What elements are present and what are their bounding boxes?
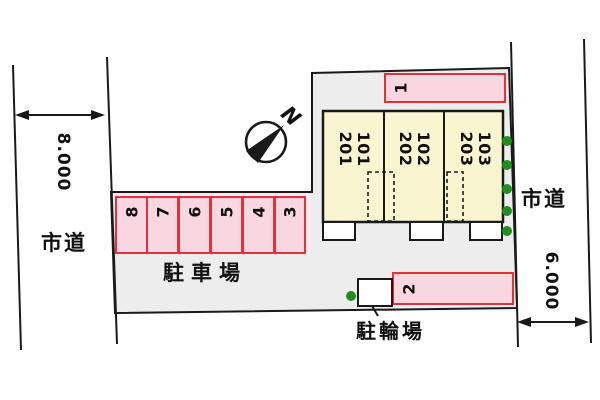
right-road-outer-edge (583, 38, 592, 344)
parking-space-5: 5 (210, 196, 243, 254)
tree-dot-icon (502, 206, 512, 216)
porch-3 (469, 221, 503, 241)
porch-1 (322, 221, 356, 241)
parking-space-7: 7 (146, 196, 179, 254)
unit-201: 201 (336, 131, 355, 167)
unit-202: 202 (396, 131, 415, 167)
north-compass (244, 120, 288, 164)
parking-space-2-number: 2 (399, 282, 419, 295)
unit-203: 203 (457, 131, 476, 167)
parking-space-1: 1 (384, 73, 506, 103)
tree-dot-icon (346, 291, 356, 301)
right-road-dimension: 6.000 (541, 251, 561, 311)
left-road-inner-edge (106, 56, 118, 345)
parking-space-4-number: 4 (249, 206, 269, 218)
left-road-dimension: 8.000 (53, 132, 73, 192)
porch-2 (409, 221, 444, 241)
parking-space-5-number: 5 (217, 206, 237, 218)
unit-label-101-201: 101 201 (336, 131, 373, 167)
tree-dot-icon (502, 160, 512, 170)
parking-area-label: 駐車場 (163, 261, 247, 285)
left-dimension-arrow (15, 110, 105, 120)
tree-dot-icon (502, 184, 512, 194)
tree-dot-icon (502, 136, 512, 146)
unit-101: 101 (353, 131, 373, 167)
right-road-label: 市道 (521, 187, 567, 211)
parking-space-8: 8 (115, 196, 148, 254)
parking-space-8-number: 8 (122, 206, 142, 218)
parking-space-7-number: 7 (153, 206, 173, 218)
unit-103: 103 (474, 131, 494, 167)
stair-dashed-box-1 (367, 171, 395, 222)
parking-space-3-number: 3 (280, 206, 300, 218)
left-road-label: 市道 (41, 231, 87, 255)
bicycle-parking-label: 駐輪場 (356, 319, 425, 343)
right-road-inner-edge (510, 41, 519, 348)
unit-label-102-202: 102 202 (396, 131, 433, 167)
right-dimension-arrow (517, 317, 589, 327)
unit-label-103-203: 103 203 (457, 131, 494, 167)
unit-102: 102 (413, 131, 433, 167)
parking-space-4: 4 (242, 196, 275, 254)
left-road-outer-edge (12, 64, 22, 351)
parking-space-1-number: 1 (391, 82, 411, 94)
parking-space-3: 3 (274, 196, 306, 254)
compass-circle (244, 120, 288, 164)
bicycle-leader-line (371, 305, 379, 317)
bicycle-parking-area (357, 278, 393, 307)
tree-dot-icon (502, 226, 512, 236)
parking-space-2: 2 (392, 272, 514, 305)
parking-space-6: 6 (178, 196, 211, 254)
parking-space-6-number: 6 (185, 206, 205, 218)
stair-dashed-box-2 (446, 171, 464, 222)
building-outline (321, 109, 505, 224)
compass-needle-icon (246, 125, 284, 163)
